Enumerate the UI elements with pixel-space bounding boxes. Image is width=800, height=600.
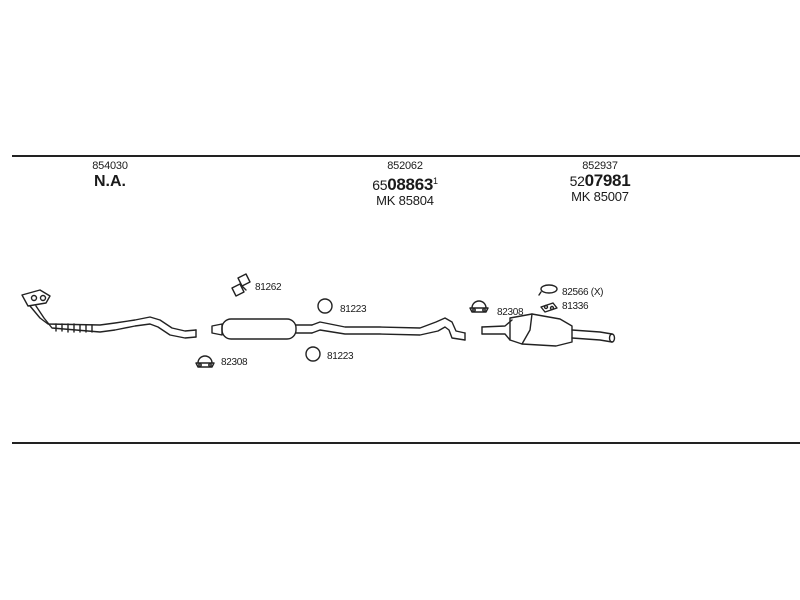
part-label-clamp: 81262 bbox=[255, 282, 282, 293]
ring-81223-upper-icon bbox=[317, 298, 333, 314]
part-label-clamp-left: 82308 bbox=[221, 357, 248, 368]
front-pipe-flex-section bbox=[55, 323, 93, 333]
flange-hole-icon bbox=[30, 294, 38, 302]
oe-code: 65088631 bbox=[355, 173, 455, 193]
rear-silencer bbox=[481, 313, 616, 347]
oe-code-superscript: 1 bbox=[433, 176, 438, 186]
intermediate-pipe-edge-lower bbox=[311, 326, 466, 341]
part-label-ring-upper: 81223 bbox=[340, 304, 367, 315]
clamp-81262-icon bbox=[231, 273, 251, 297]
rear-silencer-tailpipe bbox=[571, 329, 613, 343]
part-label-ring-lower: 81223 bbox=[327, 351, 354, 362]
mounting-kit-number: MK 85804 bbox=[376, 193, 434, 208]
middle-silencer-outlet bbox=[295, 324, 313, 334]
gasket-81336-icon bbox=[540, 302, 558, 313]
ring-81223-lower-icon bbox=[305, 346, 321, 362]
front-pipe-flange bbox=[21, 289, 51, 307]
article-number: 852062 bbox=[387, 160, 423, 172]
intermediate-pipe-edge-upper bbox=[311, 317, 466, 334]
oe-code-prefix: 65 bbox=[372, 177, 388, 193]
part-label-gasket: 81336 bbox=[562, 301, 589, 312]
tailpipe-opening-icon bbox=[608, 333, 616, 343]
article-number: 852937 bbox=[582, 160, 618, 172]
clamp-82308-left-icon bbox=[195, 355, 215, 368]
header-group-middle-silencer: 852062 65088631 MK 85804 bbox=[355, 160, 455, 209]
oe-code-prefix: 52 bbox=[569, 173, 585, 189]
rear-silencer-body bbox=[509, 313, 573, 347]
rear-silencer-inlet-pipe bbox=[481, 319, 513, 341]
oe-code-main: 07981 bbox=[584, 171, 631, 190]
flange-hole-icon bbox=[39, 294, 47, 302]
header-group-front-pipe: 854030 N.A. bbox=[80, 160, 140, 191]
clamp-82308-right-icon bbox=[469, 300, 489, 313]
mounting-kit-number: MK 85007 bbox=[571, 189, 629, 204]
part-label-ring-82566: 82566 (X) bbox=[562, 287, 604, 298]
front-pipe-edge-upper bbox=[29, 305, 197, 332]
rear-silencer-seam bbox=[521, 313, 533, 345]
middle-silencer-body bbox=[221, 318, 297, 340]
front-pipe-edge-lower bbox=[35, 305, 197, 339]
not-available-label: N.A. bbox=[94, 173, 126, 190]
middle-silencer-inlet bbox=[211, 323, 223, 336]
ring-82566-icon bbox=[540, 284, 558, 294]
top-divider bbox=[12, 155, 800, 157]
ring-82566-tab bbox=[538, 291, 542, 296]
oe-code: 5207981 bbox=[550, 171, 650, 190]
middle-silencer bbox=[211, 317, 466, 341]
oe-code-main: 08863 bbox=[387, 175, 434, 194]
header-group-rear-silencer: 852937 5207981 MK 85007 bbox=[550, 160, 650, 205]
part-label-clamp-right: 82308 bbox=[497, 307, 524, 318]
bottom-divider bbox=[12, 442, 800, 444]
front-pipe bbox=[21, 289, 197, 339]
article-number: 854030 bbox=[92, 160, 128, 172]
